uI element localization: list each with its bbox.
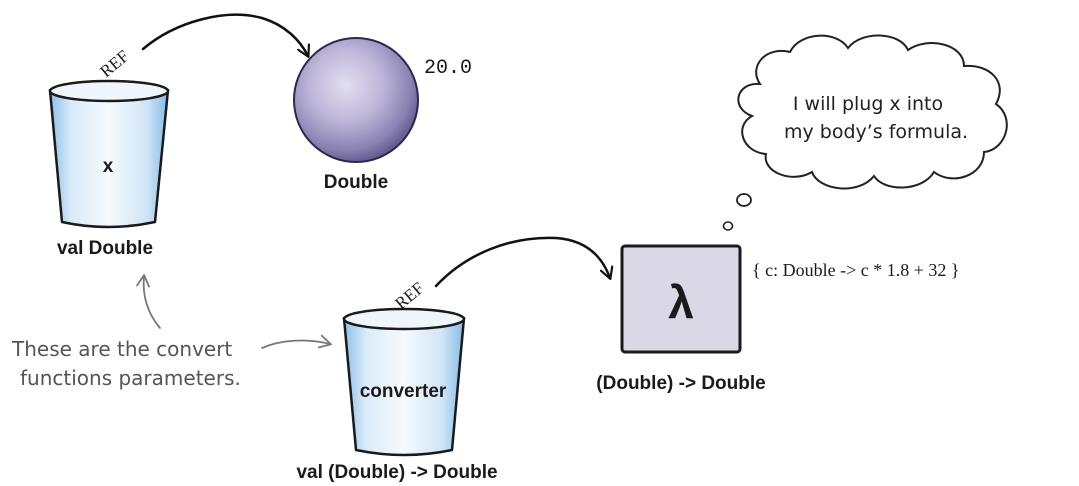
x-cup-rim [48, 79, 170, 103]
annotation-arrow-up [136, 274, 161, 329]
parameter-annotation: These are the convert functions paramete… [11, 274, 332, 390]
double-object: 20.0 Double [293, 37, 472, 193]
annotation-line-2: functions parameters. [20, 366, 241, 390]
thought-dot-small [722, 221, 734, 231]
x-cup-label: x [103, 156, 114, 177]
x-ref-arrow [141, 13, 308, 56]
lambda-body: { c: Double -> c * 1.8 + 32 } [752, 260, 960, 280]
double-value: 20.0 [424, 57, 472, 80]
lambda-type-label: (Double) -> Double [596, 373, 765, 394]
annotation-line-1: These are the convert [11, 337, 232, 361]
converter-cup-label: converter [360, 381, 447, 402]
converter-variable: converter val (Double) -> Double REF [296, 278, 497, 483]
lambda-symbol: λ [668, 276, 694, 328]
double-type-label: Double [324, 172, 388, 193]
x-ref-tag: REF [96, 46, 132, 81]
x-type-label: val Double [57, 238, 153, 259]
converter-ref-arrow [434, 236, 610, 288]
thought-cloud [737, 34, 1008, 190]
double-sphere-icon [293, 37, 419, 163]
lambda-box-icon [620, 244, 742, 354]
x-variable: x val Double REF [48, 46, 170, 259]
thought-dot-large [736, 193, 752, 207]
lambda-object: λ { c: Double -> c * 1.8 + 32 } (Double)… [596, 244, 960, 394]
annotation-arrow-right [261, 334, 332, 349]
thought-bubble: I will plug x into my body’s formula. [722, 34, 1008, 231]
converter-cup-rim [342, 307, 466, 331]
thought-line-2: my body’s formula. [784, 121, 968, 143]
thought-line-1: I will plug x into [793, 93, 943, 115]
converter-type-label: val (Double) -> Double [296, 462, 497, 483]
